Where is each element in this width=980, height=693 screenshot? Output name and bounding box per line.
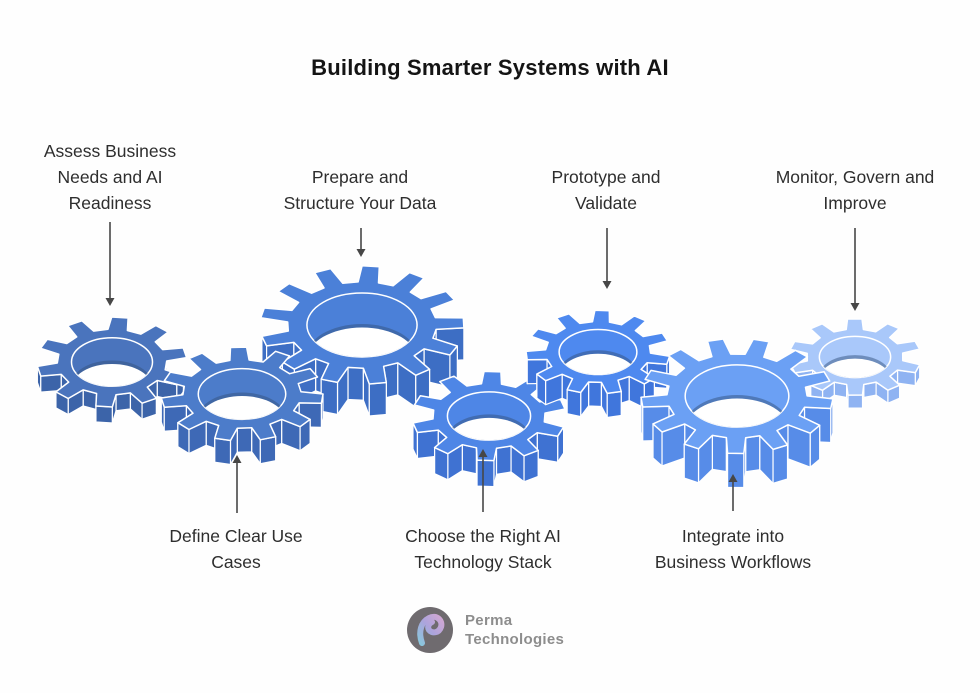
gear-assess [36,316,188,424]
brand-logo: Perma Technologies [406,606,564,654]
gear-define [160,346,324,466]
gear-hole [198,392,286,420]
gear-hole [559,350,637,375]
label-assess-business-needs: Assess Business Needs and AI Readiness [43,141,177,213]
arrow-prepare [356,228,366,257]
arrow-monitor [850,228,860,311]
gear-hole [71,360,153,387]
label-prepare-data: Prepare and Structure Your Data [283,167,437,213]
gear-hole [685,394,789,428]
logo-name: Perma [465,612,513,629]
arrow-integrate [728,474,738,511]
label-define-use-cases: Define Clear Use Cases [169,526,303,572]
logo-swoosh [417,613,445,646]
label-choose-tech-stack: Choose the Right AI Technology Stack [405,526,561,572]
gear-choose [412,370,566,488]
label-monitor-govern: Monitor, Govern and Improve [775,167,935,213]
gear-hole [819,355,891,378]
gear-monitor [789,318,921,409]
label-integrate-workflows: Integrate into Business Workflows [654,526,812,572]
arrow-define [232,455,242,513]
page-title: Building Smarter Systems with AI [311,55,669,80]
logo-suffix: Technologies [465,631,565,648]
gear-integrate [640,338,834,489]
gear-hole [447,414,531,441]
arrow-prototype [602,228,612,289]
perma-logo-icon [407,607,453,653]
gear-hole [306,324,418,357]
arrow-choose [478,449,488,512]
gear-prototype [525,309,671,419]
label-prototype-validate: Prototype and Validate [551,167,661,213]
arrow-assess [105,222,115,306]
